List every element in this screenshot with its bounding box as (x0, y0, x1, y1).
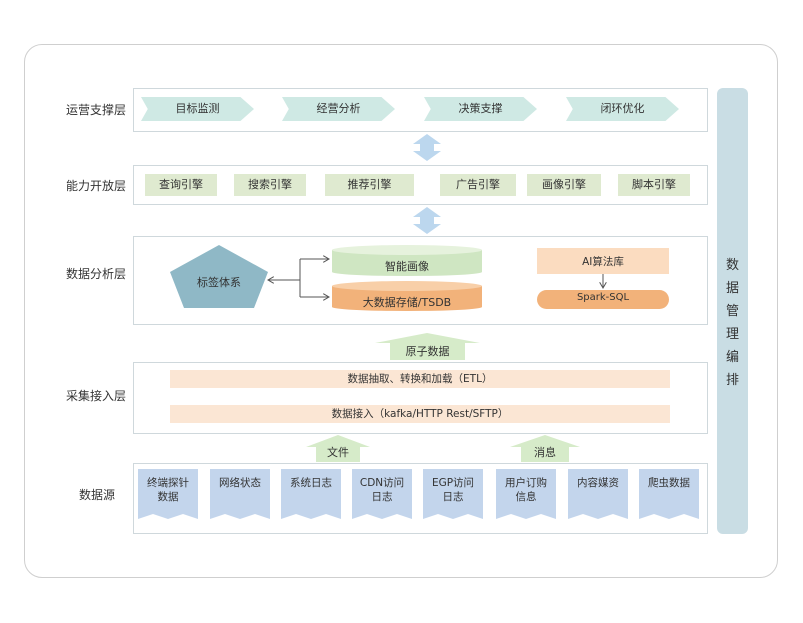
file-arrow (306, 435, 370, 462)
tag-connectors (268, 259, 329, 297)
data-management-label: 数据管 理编排 (725, 258, 739, 388)
layer-label-analysis: 数据分析层 (66, 267, 127, 281)
data-access-bar: 数据接入（kafka/HTTP Rest/SFTP） (170, 405, 670, 423)
smart-profile-cylinder (332, 245, 482, 276)
source-system-log: 系统日志 (281, 469, 341, 519)
source-egp-log: EGP访问日志 (423, 469, 483, 519)
layer-label-ops: 运营支撑层 (66, 103, 127, 117)
message-arrow-label: 消息 (534, 446, 556, 459)
smart-profile-label: 智能画像 (385, 260, 429, 273)
ops-item-decision-support: 决策支撑 (424, 97, 537, 121)
ops-item-target-monitoring: 目标监测 (141, 97, 254, 121)
source-network-status: 网络状态 (210, 469, 270, 519)
double-arrow-ops-capability (413, 134, 441, 161)
source-cdn-log: CDN访问日志 (352, 469, 412, 519)
capability-panel (133, 165, 708, 205)
spark-sql-box (537, 290, 669, 309)
raw-data-label: 原子数据 (405, 345, 450, 358)
big-storage-label: 大数据存储/TSDB (362, 296, 452, 309)
ai-lib-label: AI算法库 (582, 256, 624, 268)
raw-data-arrow (375, 333, 480, 360)
engine-script: 脚本引擎 (618, 174, 690, 196)
ops-item-loop-optimization: 闭环优化 (566, 97, 679, 121)
file-arrow-label: 文件 (327, 446, 349, 459)
message-arrow (510, 435, 580, 462)
layer-label-capability: 能力开放层 (66, 179, 127, 193)
ops-item-business-analysis: 经营分析 (282, 97, 395, 121)
source-user-order: 用户订购信息 (496, 469, 556, 519)
engine-recommend: 推荐引擎 (325, 174, 414, 196)
big-storage-cylinder (332, 281, 482, 311)
layer-label-source: 数据源 (79, 488, 116, 502)
engine-search: 搜索引擎 (234, 174, 306, 196)
ai-lib-box (537, 248, 669, 274)
spark-sql-label: Spark-SQL (576, 292, 630, 303)
etl-bar: 数据抽取、转换和加载（ETL） (170, 370, 670, 388)
engine-profile: 画像引擎 (527, 174, 601, 196)
source-crawler-data: 爬虫数据 (639, 469, 699, 519)
engine-query: 查询引擎 (145, 174, 217, 196)
data-management-bar: 数据管 理编排 (717, 88, 748, 534)
layer-label-ingest: 采集接入层 (66, 389, 127, 403)
tag-system-pentagon (170, 245, 268, 308)
source-terminal-probe: 终端探针数据 (138, 469, 198, 519)
engine-ads: 广告引擎 (440, 174, 516, 196)
double-arrow-capability-analysis (413, 207, 441, 234)
source-content-media: 内容媒资 (568, 469, 628, 519)
tag-system-label: 标签体系 (197, 276, 241, 289)
